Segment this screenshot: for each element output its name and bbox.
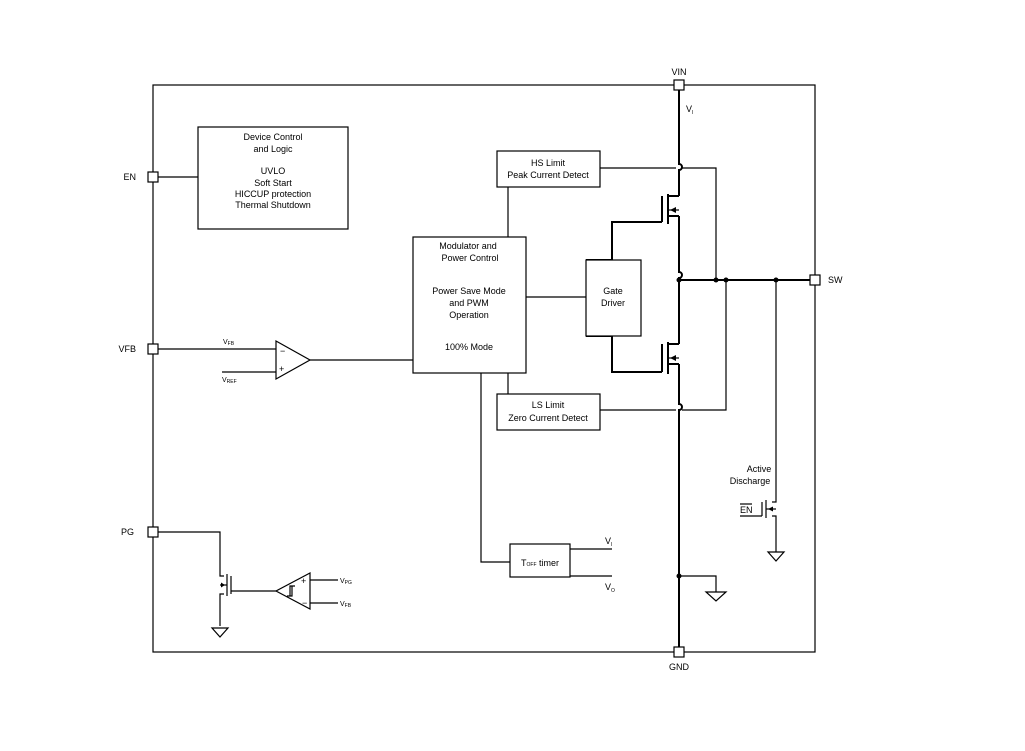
pg-comp-plus-label: + (301, 576, 306, 586)
vpg-label: VPG (340, 578, 352, 586)
pg-circuit (158, 531, 338, 638)
svg-text:Power Save Mode: Power Save Mode (432, 286, 506, 296)
pg-comparator (274, 572, 311, 610)
power-rail (678, 90, 683, 648)
hs-limit-block (496, 150, 601, 188)
modulator-text: Modulator and Power Control Power Save M… (432, 241, 506, 352)
pg-comp-minus-label: − (302, 598, 307, 608)
svg-text:Device Control: Device Control (243, 132, 302, 142)
svg-text:Operation: Operation (449, 310, 489, 320)
svg-text:HS Limit: HS Limit (531, 158, 566, 168)
active-discharge-mosfet (740, 280, 786, 562)
modulator-block (412, 236, 527, 374)
vi-top-label: VI (686, 104, 693, 116)
low-side-mosfet (661, 342, 679, 374)
svg-text:UVLO: UVLO (261, 166, 286, 176)
chip-outline (152, 84, 816, 653)
sw-pin (809, 274, 821, 286)
ls-limit-text: LS Limit Zero Current Detect (508, 400, 588, 423)
hs-limit-text: HS Limit Peak Current Detect (507, 158, 589, 180)
ls-sense-wire (600, 280, 727, 411)
ls-limit-block (496, 393, 601, 431)
modulator-to-timer-wire (480, 373, 510, 563)
active-discharge-text: Active Discharge (730, 464, 772, 486)
svg-text:Active: Active (747, 464, 772, 474)
gate-driver-block (585, 259, 642, 337)
svg-text:Zero Current Detect: Zero Current Detect (508, 413, 588, 423)
error-amplifier (275, 339, 312, 381)
svg-text:Peak Current Detect: Peak Current Detect (507, 170, 589, 180)
svg-text:Soft Start: Soft Start (254, 178, 292, 188)
pg-pin (147, 526, 159, 538)
svg-text:Discharge: Discharge (730, 476, 771, 486)
svg-text:and PWM: and PWM (449, 298, 489, 308)
amp-minus-label: − (280, 346, 285, 356)
svg-text:LS Limit: LS Limit (532, 400, 565, 410)
svg-text:and Logic: and Logic (253, 144, 293, 154)
toff-timer-label: TOFF timer (521, 558, 559, 568)
vin-pin (673, 79, 685, 91)
vfb-pg-label: VFB (340, 601, 352, 609)
gnd-pin (673, 646, 685, 658)
ground-icon (704, 591, 728, 602)
device-control-text: Device Control and Logic UVLO Soft Start… (235, 132, 311, 210)
vi-timer-label: VI (605, 536, 612, 548)
high-side-mosfet (661, 194, 679, 224)
vfb-amp-label: VFB (223, 339, 235, 347)
toff-timer-block (509, 543, 571, 578)
svg-text:Power Control: Power Control (441, 253, 498, 263)
vin-label: VIN (671, 67, 686, 77)
vo-timer-label: VO (605, 582, 615, 594)
rail-ground-wire (679, 575, 717, 592)
pg-ground-icon (210, 627, 230, 638)
hs-sense-wire (600, 167, 717, 280)
vref-label: VREF (222, 377, 237, 385)
en-pin (147, 171, 159, 183)
en-bar-label: EN (740, 505, 753, 515)
vfb-pin (147, 343, 159, 355)
amp-plus-label: + (279, 364, 284, 374)
device-control-block (197, 126, 349, 230)
svg-text:HICCUP protection: HICCUP protection (235, 189, 311, 199)
ls-gate-wire (586, 335, 662, 373)
svg-text:Driver: Driver (601, 298, 625, 308)
svg-text:Gate: Gate (603, 286, 623, 296)
svg-text:Modulator and: Modulator and (439, 241, 497, 251)
sw-label: SW (828, 275, 843, 285)
gate-driver-text: Gate Driver (601, 286, 625, 308)
svg-text:100% Mode: 100% Mode (445, 342, 493, 352)
gnd-label: GND (669, 662, 690, 672)
vfb-label: VFB (118, 344, 136, 354)
svg-text:Thermal Shutdown: Thermal Shutdown (235, 200, 311, 210)
en-label: EN (123, 172, 136, 182)
hs-gate-wire (586, 221, 662, 261)
pg-label: PG (121, 527, 134, 537)
